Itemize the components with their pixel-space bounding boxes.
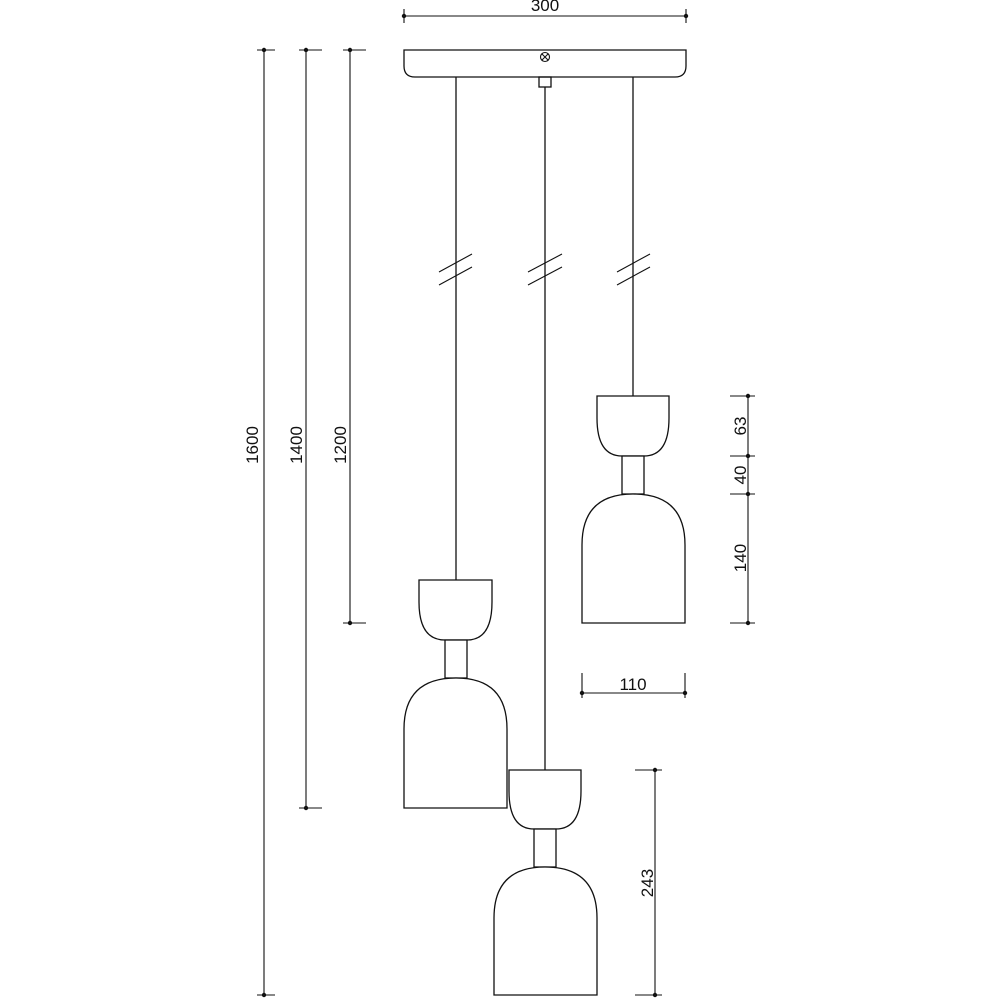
lamp-shade-center [493,769,598,996]
cable-break-marks [438,253,651,286]
lamp-shade-right [581,395,686,624]
dimension-chain-shade: 63 40 140 [730,393,755,626]
dimension-label-1600: 1600 [243,426,262,464]
dimension-label-40: 40 [731,466,750,485]
dimension-label-63: 63 [731,417,750,436]
dimension-label-243: 243 [638,869,657,897]
dimension-label-1400: 1400 [287,426,306,464]
cable-grip [538,76,552,88]
dimension-label-1200: 1200 [331,426,350,464]
canopy [403,49,687,88]
cables [438,77,651,770]
dimension-label-300: 300 [531,0,559,15]
dimension-label-140: 140 [731,544,750,572]
canopy-screw-icon [539,51,551,63]
dimension-height-1600: 1600 [243,47,275,998]
dimension-height-1400: 1400 [287,47,322,811]
lamp-shade-left [403,579,508,809]
dimension-label-110: 110 [619,675,646,694]
dimension-canopy-width: 300 [401,0,689,23]
dimension-height-1200: 1200 [331,47,366,626]
dimension-shade-width: 110 [579,673,688,698]
dimension-lamp-height: 243 [635,767,662,998]
